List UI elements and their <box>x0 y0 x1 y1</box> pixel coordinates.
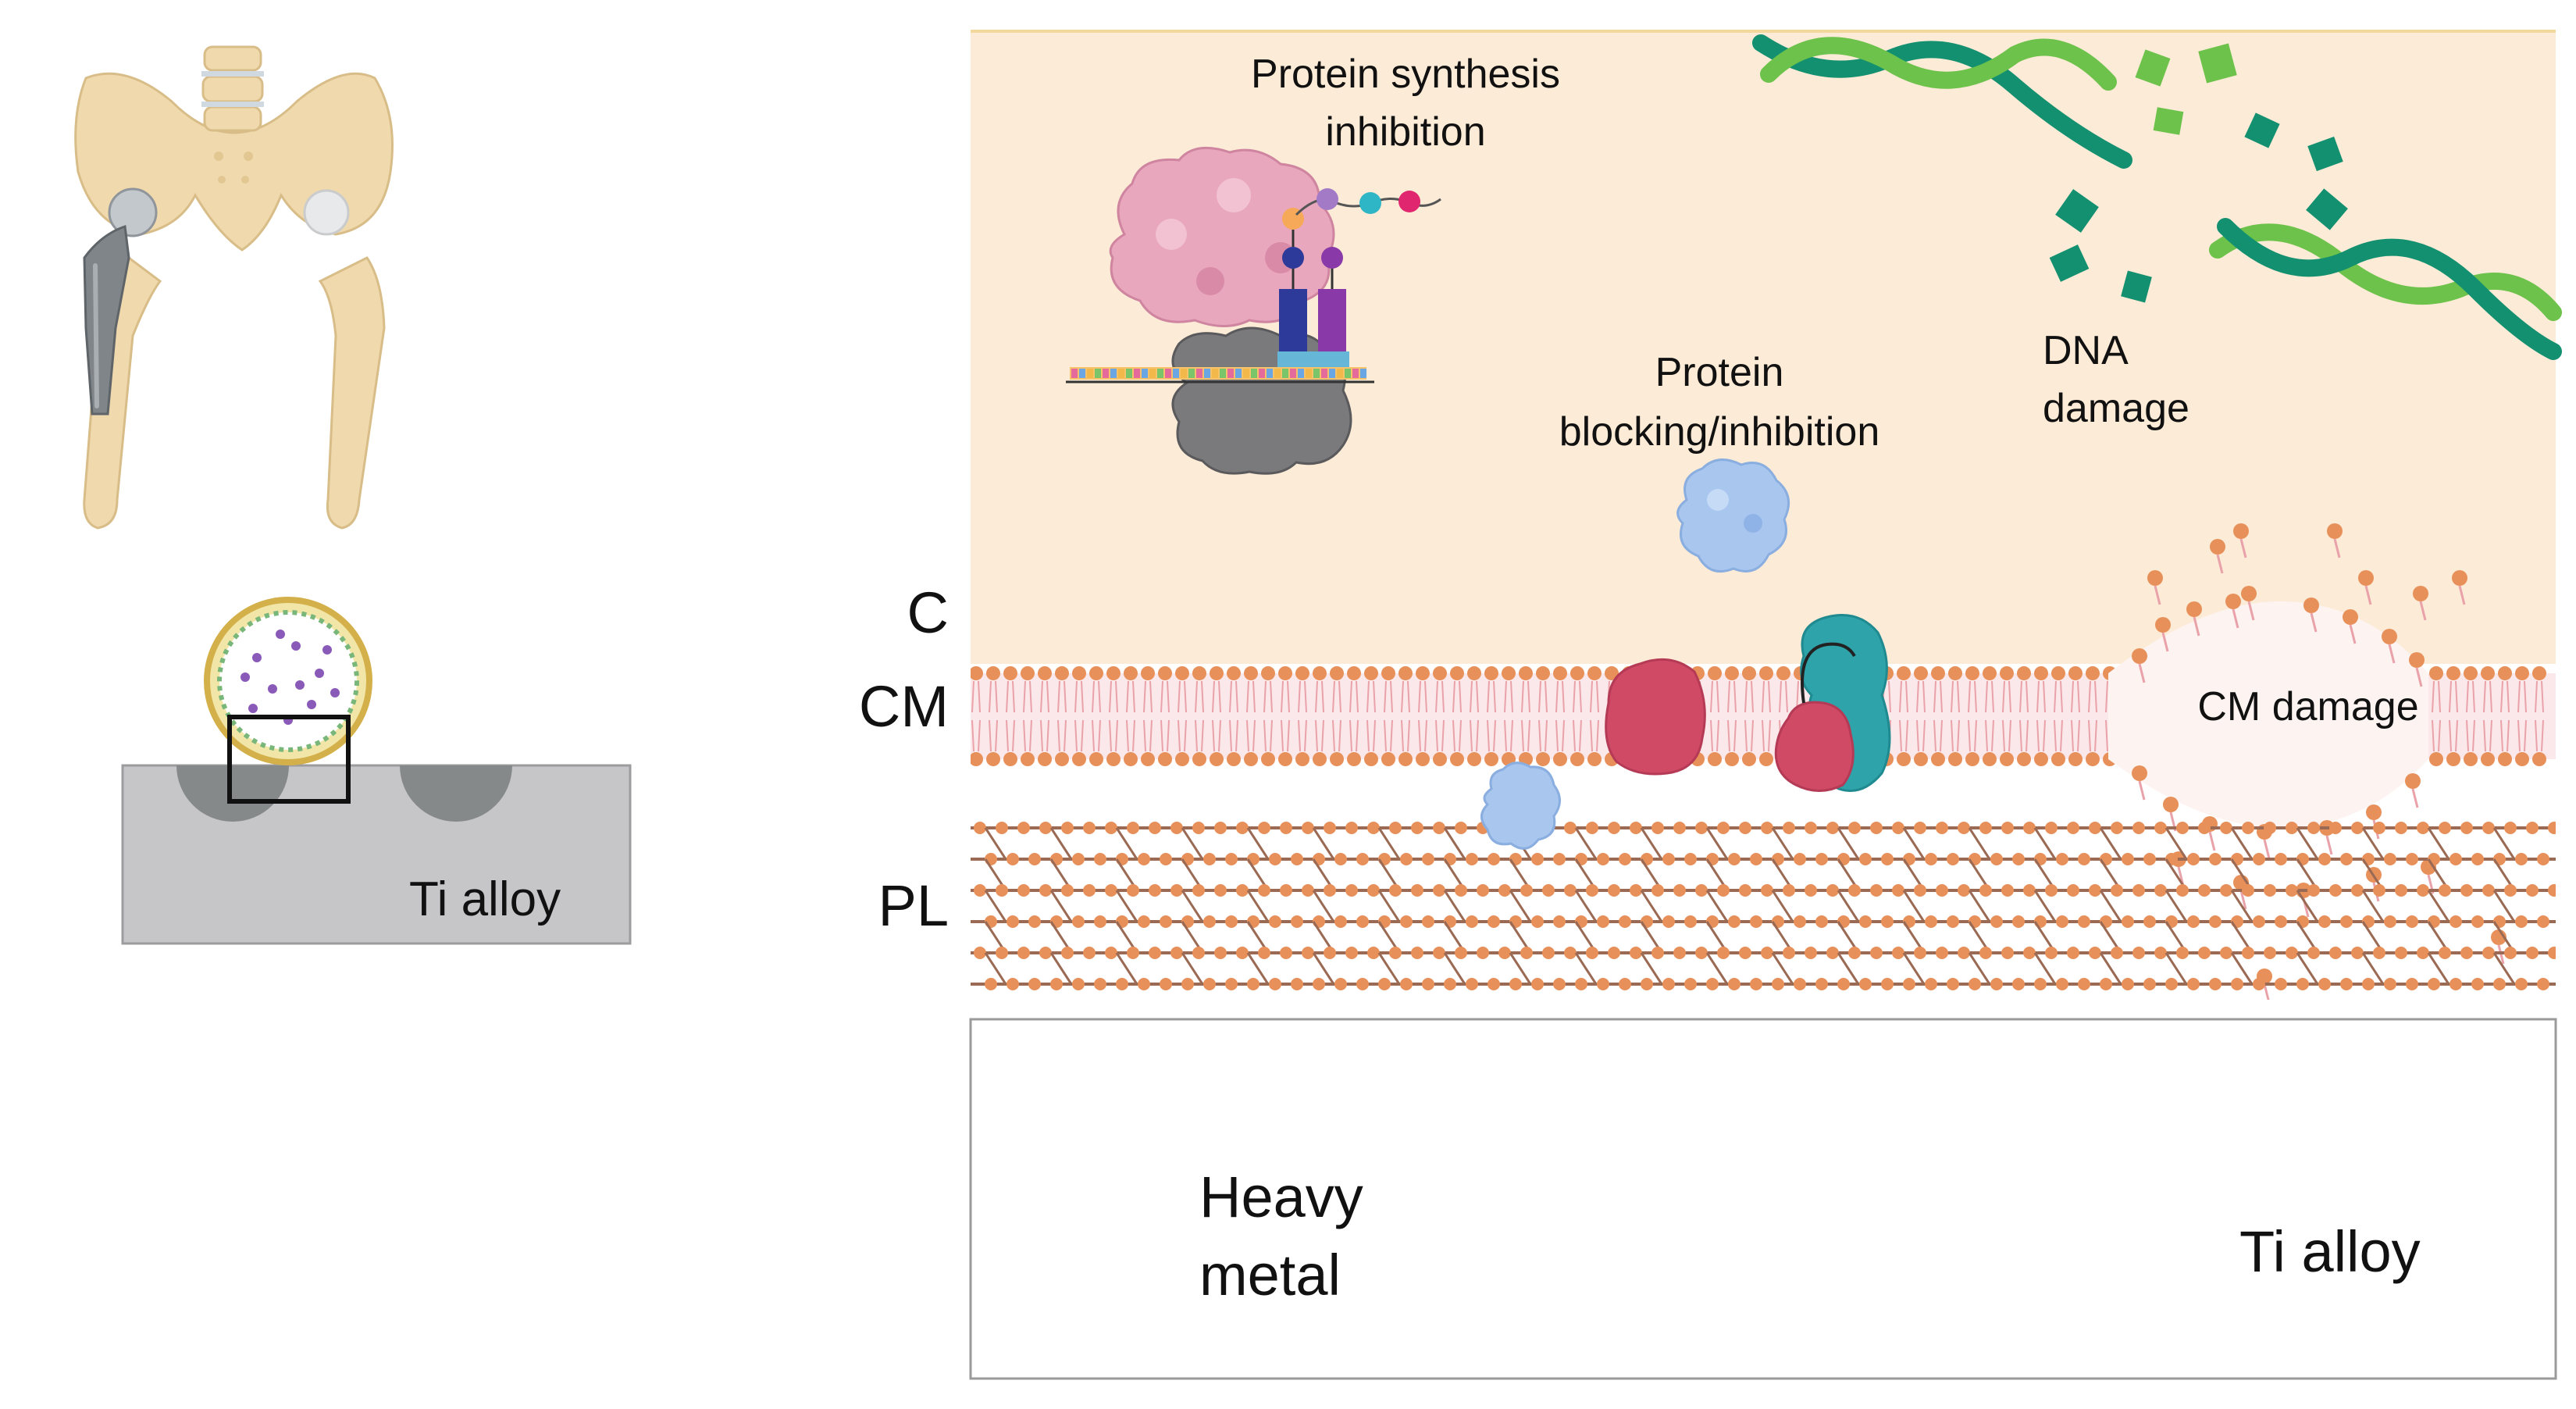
dna-damage-label-2: damage <box>2043 386 2189 431</box>
protein-icon-periplasm <box>1480 762 1561 850</box>
zoom-box <box>227 715 351 804</box>
layer-label-c: C <box>907 580 949 645</box>
protein-synthesis-label-1: Protein synthesis <box>1251 52 1560 97</box>
dna-damage-label-1: DNA <box>2043 328 2129 373</box>
layer-label-cm: CM <box>859 674 949 739</box>
dna-helix-icon-2 <box>2209 218 2562 360</box>
dna-helix-icon <box>1752 34 2132 169</box>
peptidoglycan-layer <box>971 822 2556 990</box>
bacterium-contents <box>240 630 340 725</box>
membrane-protein-red <box>1605 658 1706 776</box>
membrane-protein-complex <box>1774 614 1891 792</box>
layer-label-pl: PL <box>878 873 949 938</box>
heavy-metal-label-2: metal <box>1199 1243 1341 1307</box>
inset-ti-alloy-label: Ti alloy <box>409 872 561 926</box>
ti-alloy-label: Ti alloy <box>2239 1219 2421 1284</box>
mrna-strand <box>1071 369 1366 378</box>
main-panel: Protein synthesis inhibition Protein blo… <box>969 30 2562 1380</box>
protein-blocking-label-2: blocking/inhibition <box>1559 409 1880 455</box>
cm-damage-region <box>2108 601 2428 828</box>
heavy-metal-region <box>971 1019 1944 1379</box>
protein-icon <box>1676 458 1790 573</box>
dna-fragments <box>2049 43 2348 303</box>
inset-surface: Ti alloy <box>121 764 632 945</box>
protein-blocking-label-1: Protein <box>1655 350 1784 395</box>
protein-synthesis-label-2: inhibition <box>1325 109 1485 155</box>
cm-damage-label: CM damage <box>2197 684 2418 729</box>
ribosome-icon <box>1066 146 1441 475</box>
hip-implant-illustration <box>74 45 394 530</box>
heavy-metal-label-1: Heavy <box>1199 1165 1363 1229</box>
membrane-tails <box>971 680 2544 752</box>
